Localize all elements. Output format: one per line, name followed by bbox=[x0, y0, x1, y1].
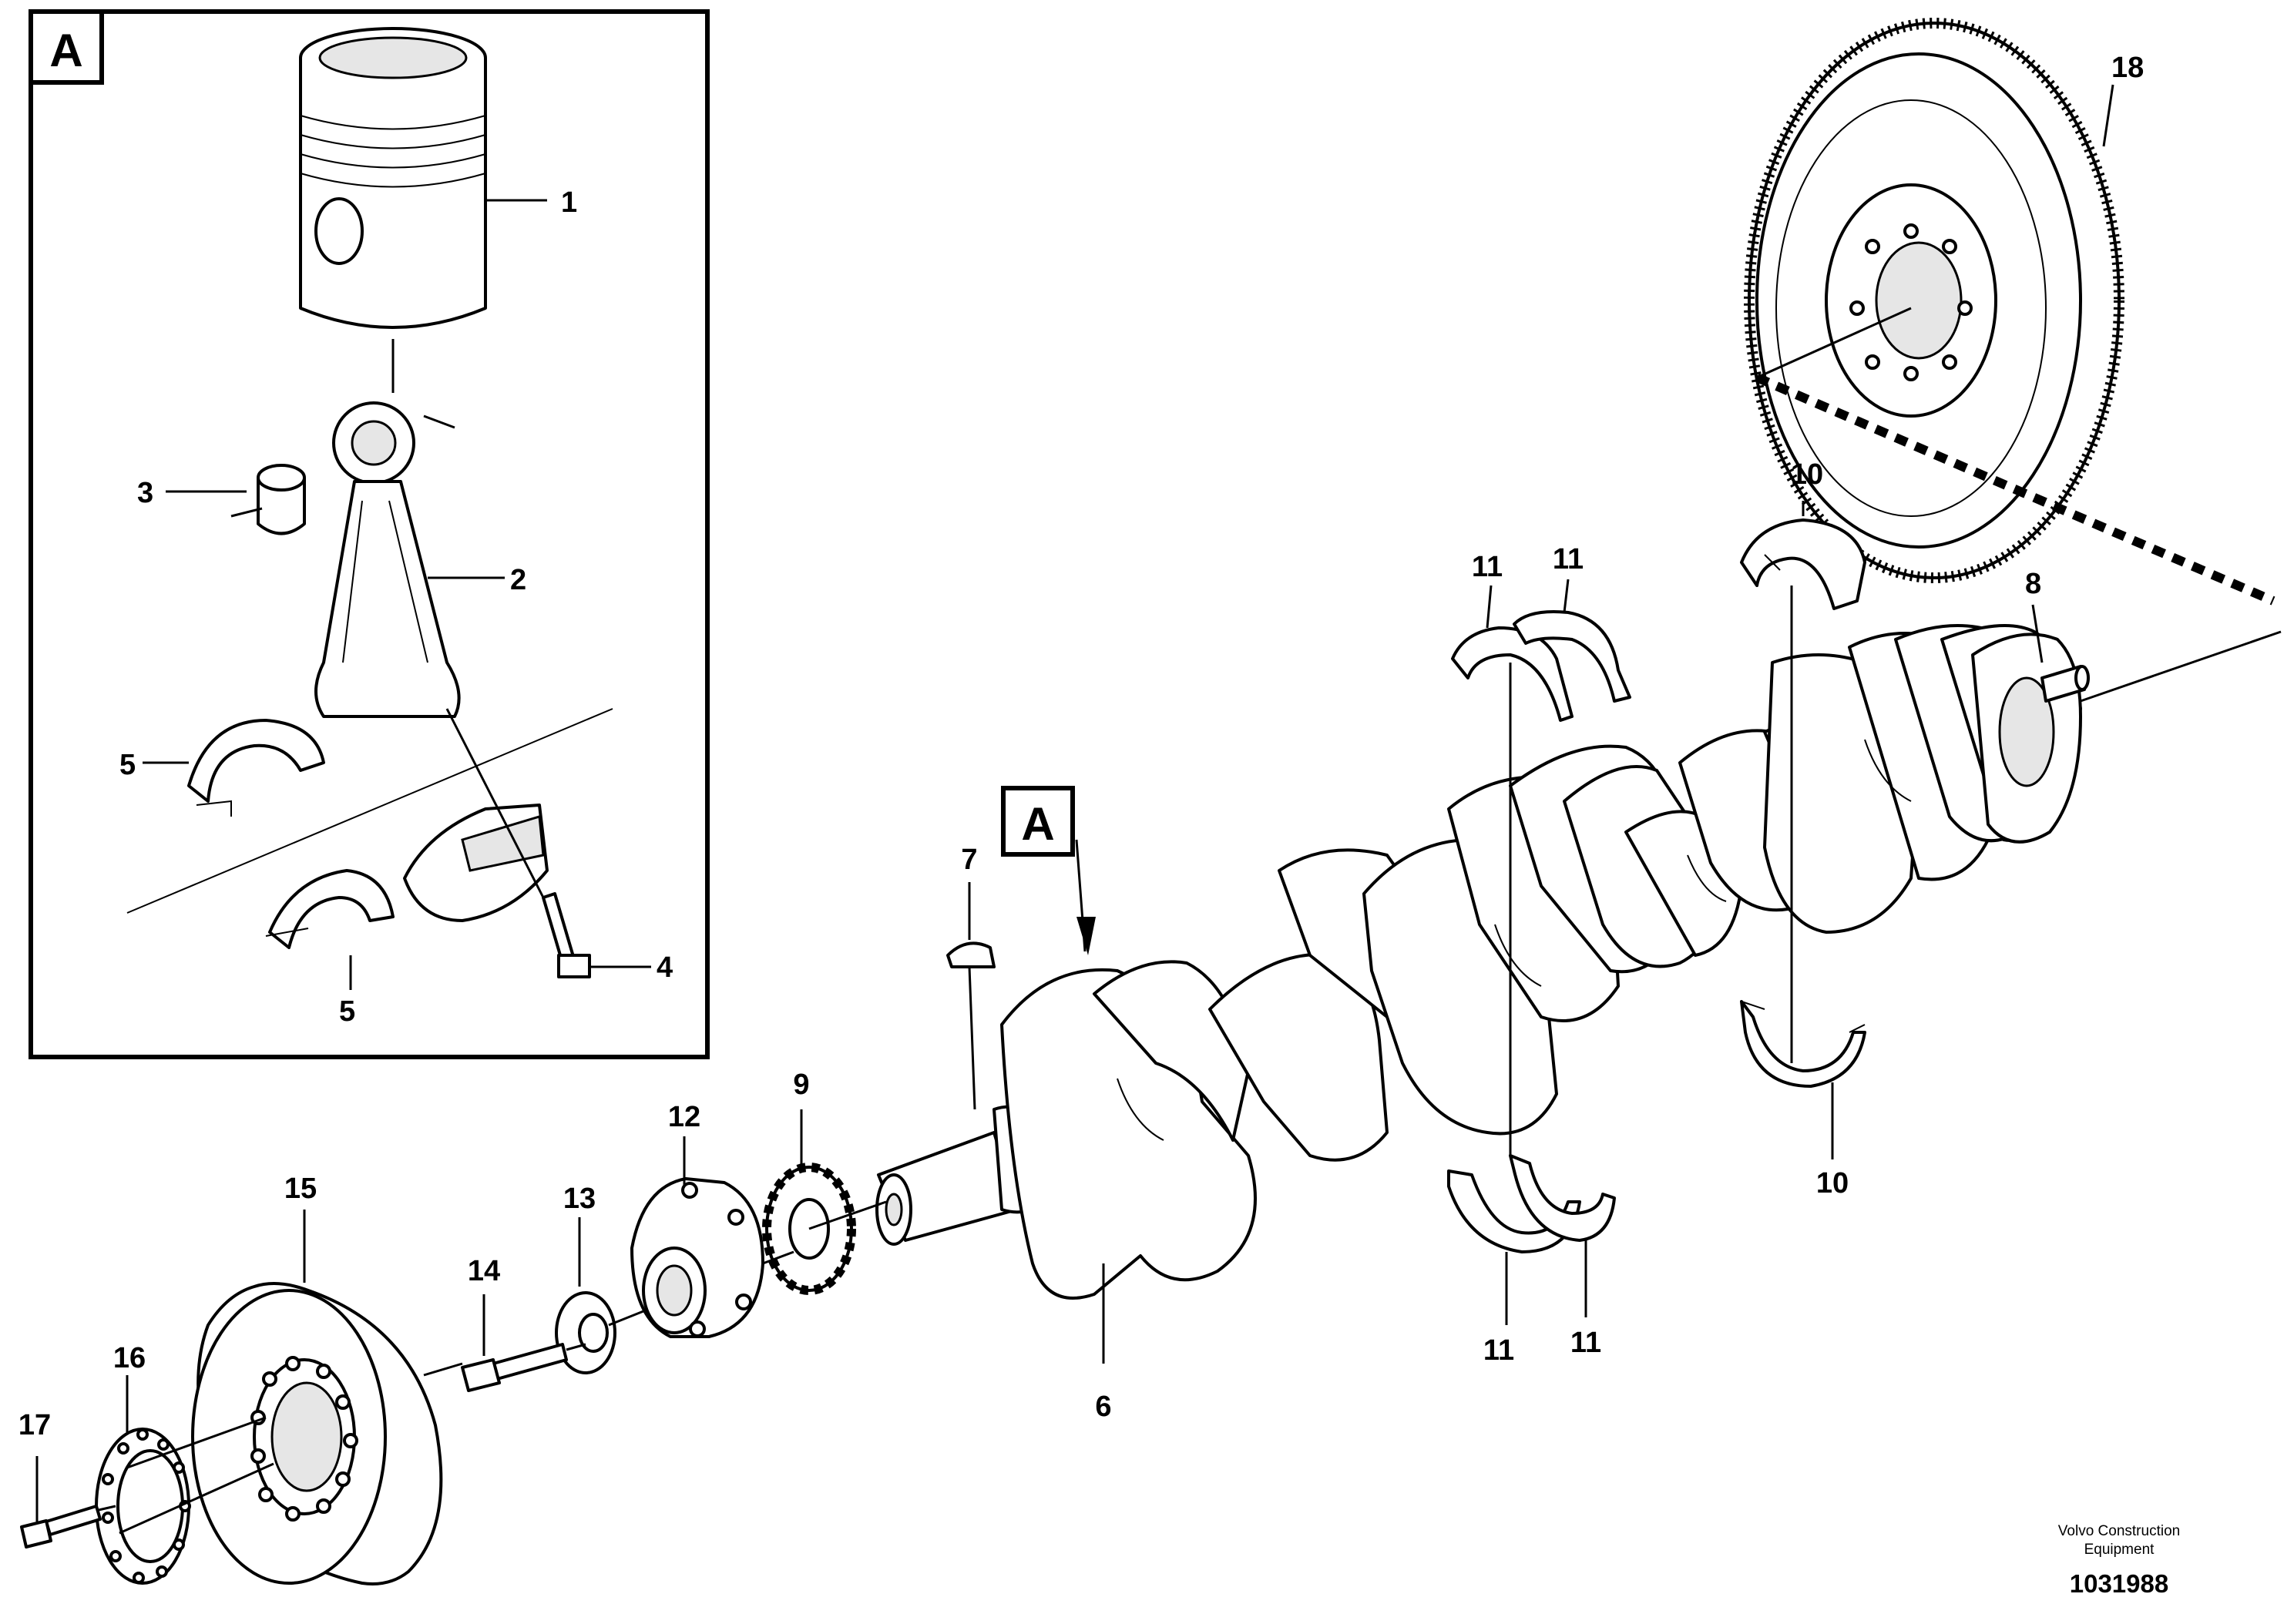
main-tag-a: A bbox=[1001, 786, 1096, 955]
inset-frame-a: A bbox=[29, 9, 710, 1059]
callout-1: 1 bbox=[561, 186, 577, 219]
thrust-washer-lower-left bbox=[1447, 1169, 1581, 1253]
callout-8: 8 bbox=[2025, 568, 2041, 600]
callout-5-lower: 5 bbox=[339, 995, 355, 1028]
callout-14: 14 bbox=[468, 1255, 500, 1287]
small-end-bushing bbox=[230, 464, 306, 535]
callout-11-upper-right: 11 bbox=[1553, 543, 1584, 575]
dowel-pin bbox=[2040, 665, 2090, 703]
main-bearing-shell-lower bbox=[1740, 1000, 1866, 1088]
hub-bolt bbox=[461, 1343, 586, 1392]
credit-line-2: Equipment bbox=[2084, 1542, 2155, 1558]
document-number: 1031988 bbox=[2070, 1569, 2168, 1598]
bearing-shell-lower bbox=[265, 869, 395, 949]
flywheel bbox=[1744, 18, 2276, 606]
credit-line-1: Volvo Construction bbox=[2058, 1523, 2180, 1539]
callout-7: 7 bbox=[961, 844, 977, 876]
thrust-washer-lower-right bbox=[1509, 1154, 1616, 1242]
thrust-washer-upper-right bbox=[1513, 610, 1631, 703]
vibration-damper bbox=[191, 1282, 463, 1585]
inset-axis-line bbox=[126, 708, 613, 914]
callout-18: 18 bbox=[2111, 52, 2144, 84]
callout-11-upper-left: 11 bbox=[1472, 551, 1503, 583]
callout-16: 16 bbox=[113, 1342, 146, 1374]
main-bearing-shell-upper bbox=[1740, 518, 1866, 610]
front-hub bbox=[630, 1177, 794, 1338]
callout-9: 9 bbox=[793, 1069, 809, 1101]
callout-6: 6 bbox=[1095, 1391, 1111, 1423]
bearing-shell-upper bbox=[187, 719, 325, 817]
woodruff-key bbox=[946, 941, 996, 1110]
thrust-washer-upper-left bbox=[1451, 626, 1574, 722]
callout-10-upper: 10 bbox=[1791, 458, 1823, 491]
callout-5-upper: 5 bbox=[119, 749, 136, 781]
inset-tag-label: A bbox=[49, 25, 82, 76]
callout-2: 2 bbox=[510, 564, 526, 596]
callout-11-lower-right: 11 bbox=[1570, 1327, 1601, 1359]
washer bbox=[555, 1291, 648, 1374]
connecting-rod bbox=[314, 401, 461, 718]
callout-17: 17 bbox=[18, 1409, 51, 1441]
piston bbox=[299, 27, 487, 393]
flange-bolt bbox=[20, 1505, 116, 1549]
callout-10-lower: 10 bbox=[1816, 1167, 1849, 1200]
callout-15: 15 bbox=[284, 1173, 317, 1205]
crankshaft-gear bbox=[762, 1163, 887, 1295]
callout-3: 3 bbox=[137, 477, 153, 509]
flange-ring bbox=[95, 1416, 274, 1585]
svg-text:A: A bbox=[1021, 798, 1054, 850]
crankshaft bbox=[875, 624, 2082, 1300]
callout-12: 12 bbox=[668, 1101, 700, 1133]
callout-11-lower-left: 11 bbox=[1483, 1334, 1514, 1367]
callout-4: 4 bbox=[657, 951, 673, 984]
inset-tag-box bbox=[29, 9, 104, 85]
rod-bolt bbox=[445, 708, 591, 978]
callout-13: 13 bbox=[563, 1183, 596, 1215]
